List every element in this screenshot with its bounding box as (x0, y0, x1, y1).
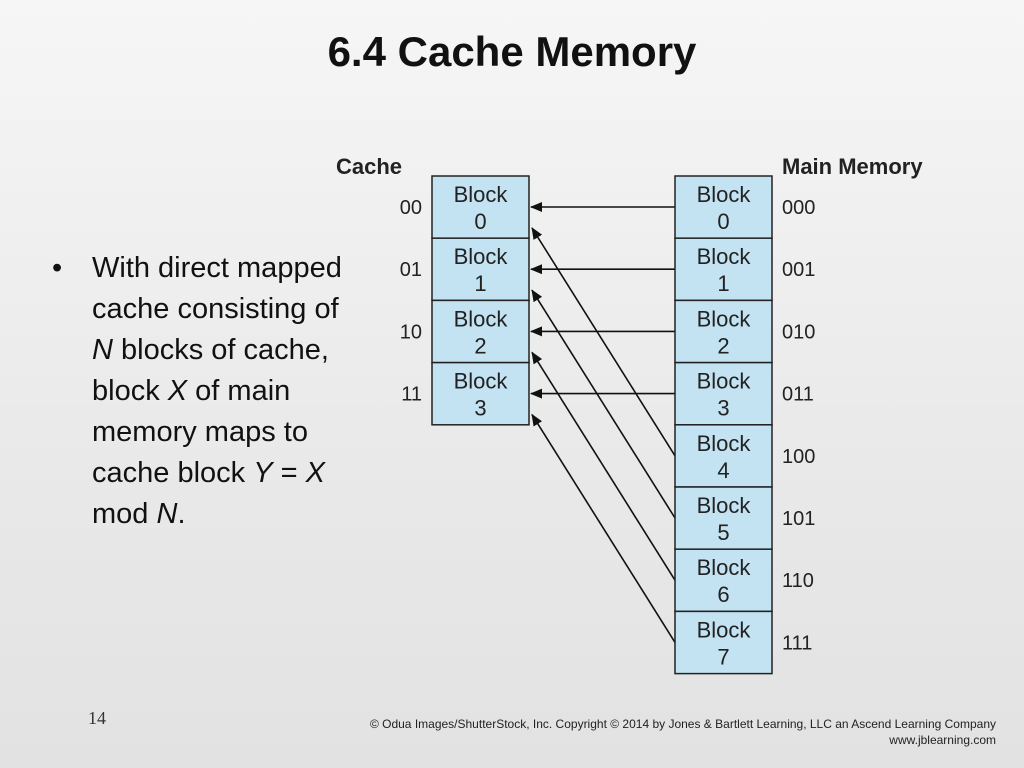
cache-block-number: 0 (474, 209, 486, 234)
memory-block-word: Block (697, 617, 752, 642)
bullet-text-part: mod (92, 498, 157, 530)
var-x: X (305, 457, 325, 489)
mapping-arrows (530, 202, 676, 643)
memory-address: 100 (782, 446, 815, 468)
memory-block-number: 0 (717, 209, 729, 234)
slide-title: 6.4 Cache Memory (327, 28, 697, 75)
var-n: N (156, 498, 178, 530)
memory-block-number: 6 (717, 582, 729, 607)
memory-block-cell (674, 548, 773, 613)
memory-block-cell (674, 299, 773, 364)
memory-block-cell (674, 424, 773, 488)
memory-block-word: Block (697, 182, 752, 207)
memory-block-number: 5 (717, 520, 729, 545)
cache-heading: Cache (336, 154, 402, 179)
cache-block-word: Block (454, 306, 509, 331)
copyright-url: www.jblearning.com (889, 733, 996, 747)
bullet-text-part: With direct mapped cache consisting of (92, 252, 342, 325)
cache-block-cell (431, 361, 530, 426)
cache-address: 10 (400, 321, 422, 343)
mapping-arrow-5-to-1 (531, 289, 676, 519)
memory-address: 110 (782, 570, 814, 592)
cache-block-cell (431, 299, 530, 364)
memory-address: 101 (782, 508, 815, 530)
memory-block-number: 1 (717, 271, 729, 296)
memory-address: 001 (782, 259, 815, 281)
copyright-line: © Odua Images/ShutterStock, Inc. Copyrig… (369, 717, 996, 731)
memory-block-number: 3 (717, 396, 729, 421)
cache-address: 01 (400, 259, 422, 281)
memory-block-number: 2 (717, 333, 729, 358)
memory-address: 000 (782, 197, 815, 219)
memory-block-word: Block (697, 244, 752, 269)
cache-block-number: 2 (474, 333, 486, 358)
memory-block-word: Block (697, 555, 752, 580)
cache-block-word: Block (454, 369, 509, 394)
memory-block-word: Block (697, 493, 752, 518)
memory-block-cell (674, 610, 773, 675)
bullet-marker: • (52, 252, 63, 284)
cache-block-number: 3 (474, 396, 486, 421)
memory-block-cell (674, 175, 773, 239)
cache-block-cell (431, 237, 530, 302)
mapping-arrow-4-to-0 (531, 227, 676, 457)
main-memory-column: Block0000Block1001Block2010Block3011Bloc… (674, 175, 815, 675)
bullet-text-part: blocks of cache, block (92, 334, 329, 407)
memory-address: 010 (782, 321, 815, 343)
memory-address: 011 (782, 384, 814, 406)
bullet-text-part: . (177, 498, 186, 530)
memory-block-word: Block (697, 369, 752, 394)
memory-block-number: 4 (717, 458, 729, 483)
bullet-text-part: = (272, 457, 306, 489)
memory-block-word: Block (697, 306, 752, 331)
cache-block-number: 1 (474, 271, 486, 296)
main-memory-heading: Main Memory (782, 154, 923, 179)
page-number: 14 (88, 708, 106, 728)
memory-block-number: 7 (717, 644, 729, 669)
memory-block-word: Block (697, 431, 752, 456)
memory-block-cell (674, 237, 773, 302)
cache-block-word: Block (454, 244, 509, 269)
var-x: X (167, 375, 188, 407)
var-y: Y (253, 457, 273, 489)
mapping-arrow-7-to-3 (531, 413, 676, 643)
copyright-notice: © Odua Images/ShutterStock, Inc. Copyrig… (370, 716, 996, 748)
var-n: N (92, 334, 113, 366)
bullet-text: With direct mapped cache consisting of N… (92, 248, 362, 535)
memory-address: 111 (782, 632, 812, 654)
memory-block-cell (674, 361, 773, 426)
memory-block-cell (674, 486, 773, 550)
cache-address: 00 (400, 197, 422, 219)
cache-block-word: Block (454, 182, 509, 207)
cache-address: 11 (401, 384, 422, 406)
bullet-text-part: of main memory maps to cache block (92, 375, 308, 489)
mapping-arrow-6-to-2 (531, 351, 676, 581)
